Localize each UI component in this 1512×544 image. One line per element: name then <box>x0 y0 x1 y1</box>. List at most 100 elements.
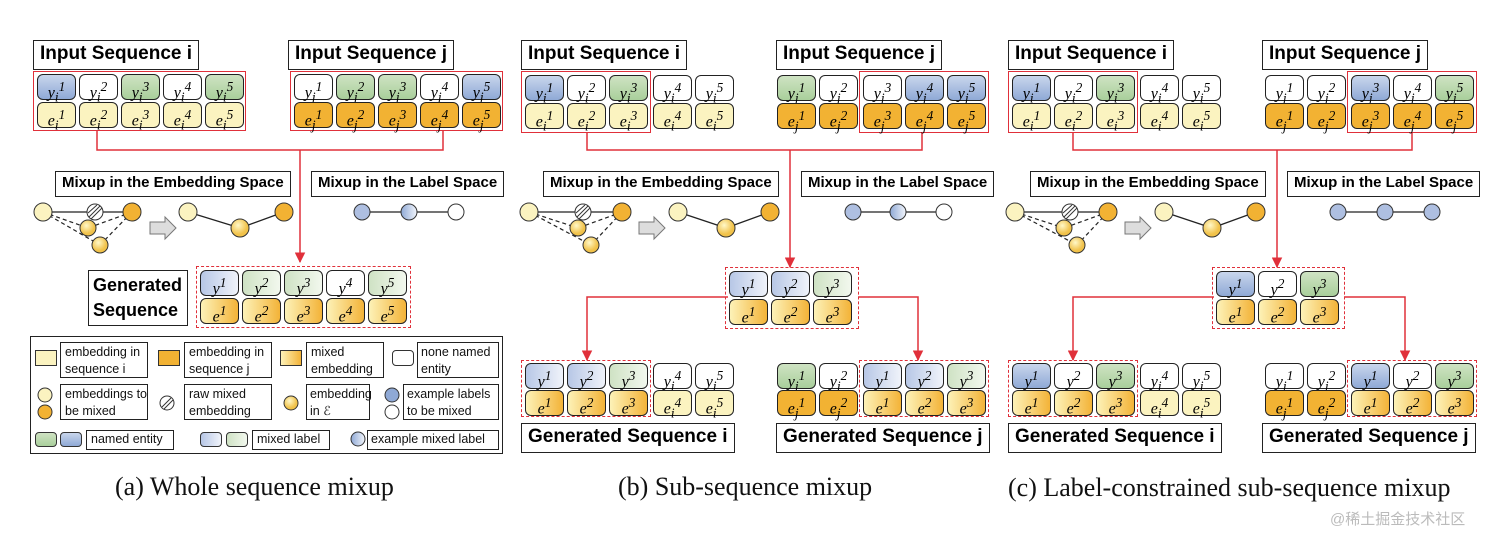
token-embedding: ei3 <box>1096 103 1135 134</box>
input-seq-j-box-a <box>290 71 503 131</box>
token-label: yi5 <box>695 363 734 394</box>
token-label: yj1 <box>1265 75 1304 106</box>
generated-seq-j-label-b: Generated Sequence j <box>776 423 990 453</box>
token-embedding: ej5 <box>462 102 501 133</box>
token-label: y1 <box>729 271 768 298</box>
token-embedding: ej4 <box>905 103 944 134</box>
token-label: y5 <box>368 270 407 297</box>
legend-item <box>184 342 272 378</box>
legend-to-be-mixed: embeddings to be mixed <box>65 387 148 418</box>
token-embedding: ej5 <box>1435 103 1474 134</box>
input-seq-i-box-a <box>33 71 246 131</box>
legend-item <box>86 430 174 450</box>
gen-sub-j-box-b <box>859 360 989 417</box>
token-label: y2 <box>1054 363 1093 390</box>
token-embedding: e2 <box>905 390 944 417</box>
token-label: yj1 <box>1265 363 1304 394</box>
generated-seq-i-label-c: Generated Sequence i <box>1008 423 1222 453</box>
token-embedding: e1 <box>729 299 768 326</box>
token-embedding: ej1 <box>777 390 816 421</box>
watermark: @稀土掘金技术社区 <box>1330 511 1466 528</box>
legend-named-entity: named entity <box>91 432 163 446</box>
token-embedding: ej5 <box>947 103 986 134</box>
mixup-embedding-label-c: Mixup in the Embedding Space <box>1030 171 1266 197</box>
legend-swatch <box>35 350 57 366</box>
legend-swatch <box>200 432 222 447</box>
token-label: y1 <box>200 270 239 297</box>
token-embedding: e3 <box>947 390 986 417</box>
token-label: yi1 <box>1012 75 1051 106</box>
token-label: y2 <box>771 271 810 298</box>
token-embedding: e2 <box>771 299 810 326</box>
token-label: yi5 <box>1182 363 1221 394</box>
token-embedding: ei4 <box>163 102 202 133</box>
token-label: yj1 <box>777 363 816 394</box>
gen-sub-i-box-c <box>1008 360 1138 417</box>
legend-item <box>60 384 148 420</box>
token-embedding: ei2 <box>567 103 606 134</box>
legend-example-labels: example labels to be mixed <box>407 387 491 418</box>
legend-example-mixed-label: example mixed label <box>371 432 485 446</box>
generated-seq-i-label-b: Generated Sequence i <box>521 423 735 453</box>
token-embedding: ej1 <box>1265 103 1304 134</box>
token-label: y3 <box>1435 363 1474 390</box>
mixup-label-space-label-b: Mixup in the Label Space <box>801 171 995 197</box>
token-embedding: ej3 <box>863 103 902 134</box>
token-label: yj3 <box>1351 75 1390 106</box>
legend-mixed-embedding: mixed embedding <box>311 345 373 376</box>
mixup-embedding-label-b: Mixup in the Embedding Space <box>543 171 779 197</box>
token-label: y1 <box>525 363 564 390</box>
token-embedding: ei1 <box>1012 103 1051 134</box>
caption-a: (a) Whole sequence mixup <box>115 472 394 501</box>
token-label: y3 <box>1096 363 1135 390</box>
token-label: y3 <box>1300 271 1339 298</box>
token-label: yj1 <box>294 74 333 105</box>
token-label: y1 <box>1012 363 1051 390</box>
token-embedding: ej3 <box>1351 103 1390 134</box>
gen-sub-i-box-b <box>521 360 651 417</box>
legend-mixed-label: mixed label <box>257 432 321 446</box>
token-embedding: e4 <box>326 298 365 325</box>
token-embedding: ei4 <box>1140 103 1179 134</box>
legend-none-named: none named entity <box>421 345 491 376</box>
mixup-embedding-label-a: Mixup in the Embedding Space <box>55 171 291 197</box>
token-label: y2 <box>905 363 944 390</box>
token-label: y2 <box>242 270 281 297</box>
embedding-mixup-icon-b <box>519 202 780 254</box>
token-label: yj2 <box>819 75 858 106</box>
token-embedding: e1 <box>200 298 239 325</box>
legend-item <box>306 342 384 378</box>
token-label: yj5 <box>1435 75 1474 106</box>
token-label: y4 <box>326 270 365 297</box>
token-embedding: e3 <box>609 390 648 417</box>
legend-swatch <box>280 350 302 366</box>
panel-c-connectors <box>1067 133 1413 362</box>
generated-seq-j-label-c: Generated Sequence j <box>1262 423 1476 453</box>
token-embedding: e3 <box>1435 390 1474 417</box>
input-seq-i-label-b: Input Sequence i <box>521 40 688 70</box>
token-embedding: ej2 <box>1307 390 1346 421</box>
token-embedding: e2 <box>1393 390 1432 417</box>
token-label: y2 <box>1258 271 1297 298</box>
token-label: y2 <box>567 363 606 390</box>
token-label: yj2 <box>819 363 858 394</box>
input-seq-j-label-a: Input Sequence j <box>288 40 455 70</box>
legend-item <box>367 430 499 450</box>
token-label: yj4 <box>905 75 944 106</box>
token-embedding: ei5 <box>1182 103 1221 134</box>
gen-sub-j-box-c <box>1347 360 1477 417</box>
token-label: yi5 <box>205 74 244 105</box>
input-sub-j-box-c <box>1347 71 1477 133</box>
token-embedding: e5 <box>368 298 407 325</box>
caption-c: (c) Label-constrained sub-sequence mixup <box>1008 473 1451 502</box>
token-embedding: ei3 <box>609 103 648 134</box>
token-label: yi4 <box>1140 363 1179 394</box>
token-label: yi1 <box>525 75 564 106</box>
token-label: yj5 <box>947 75 986 106</box>
token-embedding: ei3 <box>121 102 160 133</box>
token-label: yj3 <box>863 75 902 106</box>
legend-item <box>306 384 370 420</box>
token-embedding: ej1 <box>294 102 333 133</box>
token-label: yi2 <box>79 74 118 105</box>
